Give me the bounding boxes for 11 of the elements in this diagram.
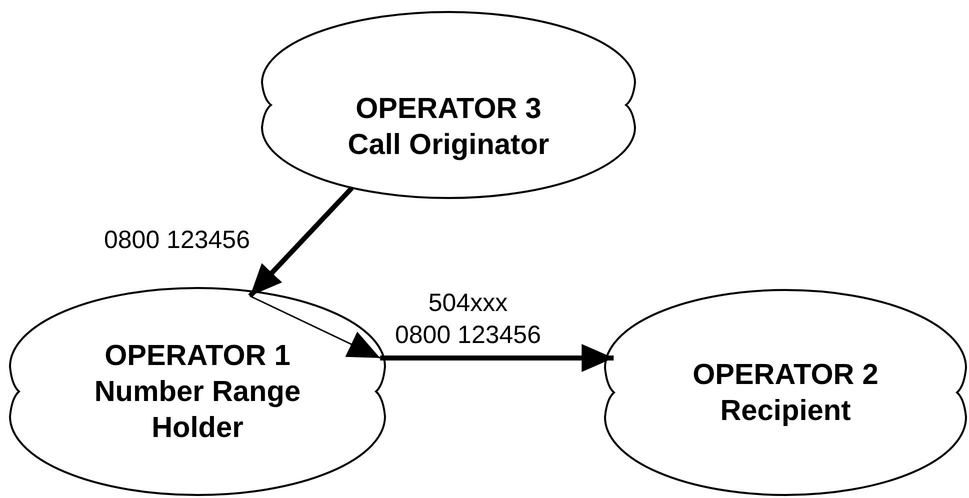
node-subtitle: Number Range Holder (93, 374, 302, 446)
arrow (248, 186, 354, 298)
node-title: OPERATOR 1 (104, 338, 290, 374)
arrow (380, 344, 614, 372)
edge-label: 504xxx 0800 123456 (394, 288, 542, 351)
node-title: OPERATOR 3 (356, 92, 542, 127)
edge-label: 0800 123456 (103, 225, 251, 256)
node-subtitle: Call Originator (348, 128, 550, 163)
node-subtitle: Recipient (720, 394, 851, 428)
arrow (250, 295, 380, 359)
node-title: OPERATOR 2 (692, 358, 878, 392)
